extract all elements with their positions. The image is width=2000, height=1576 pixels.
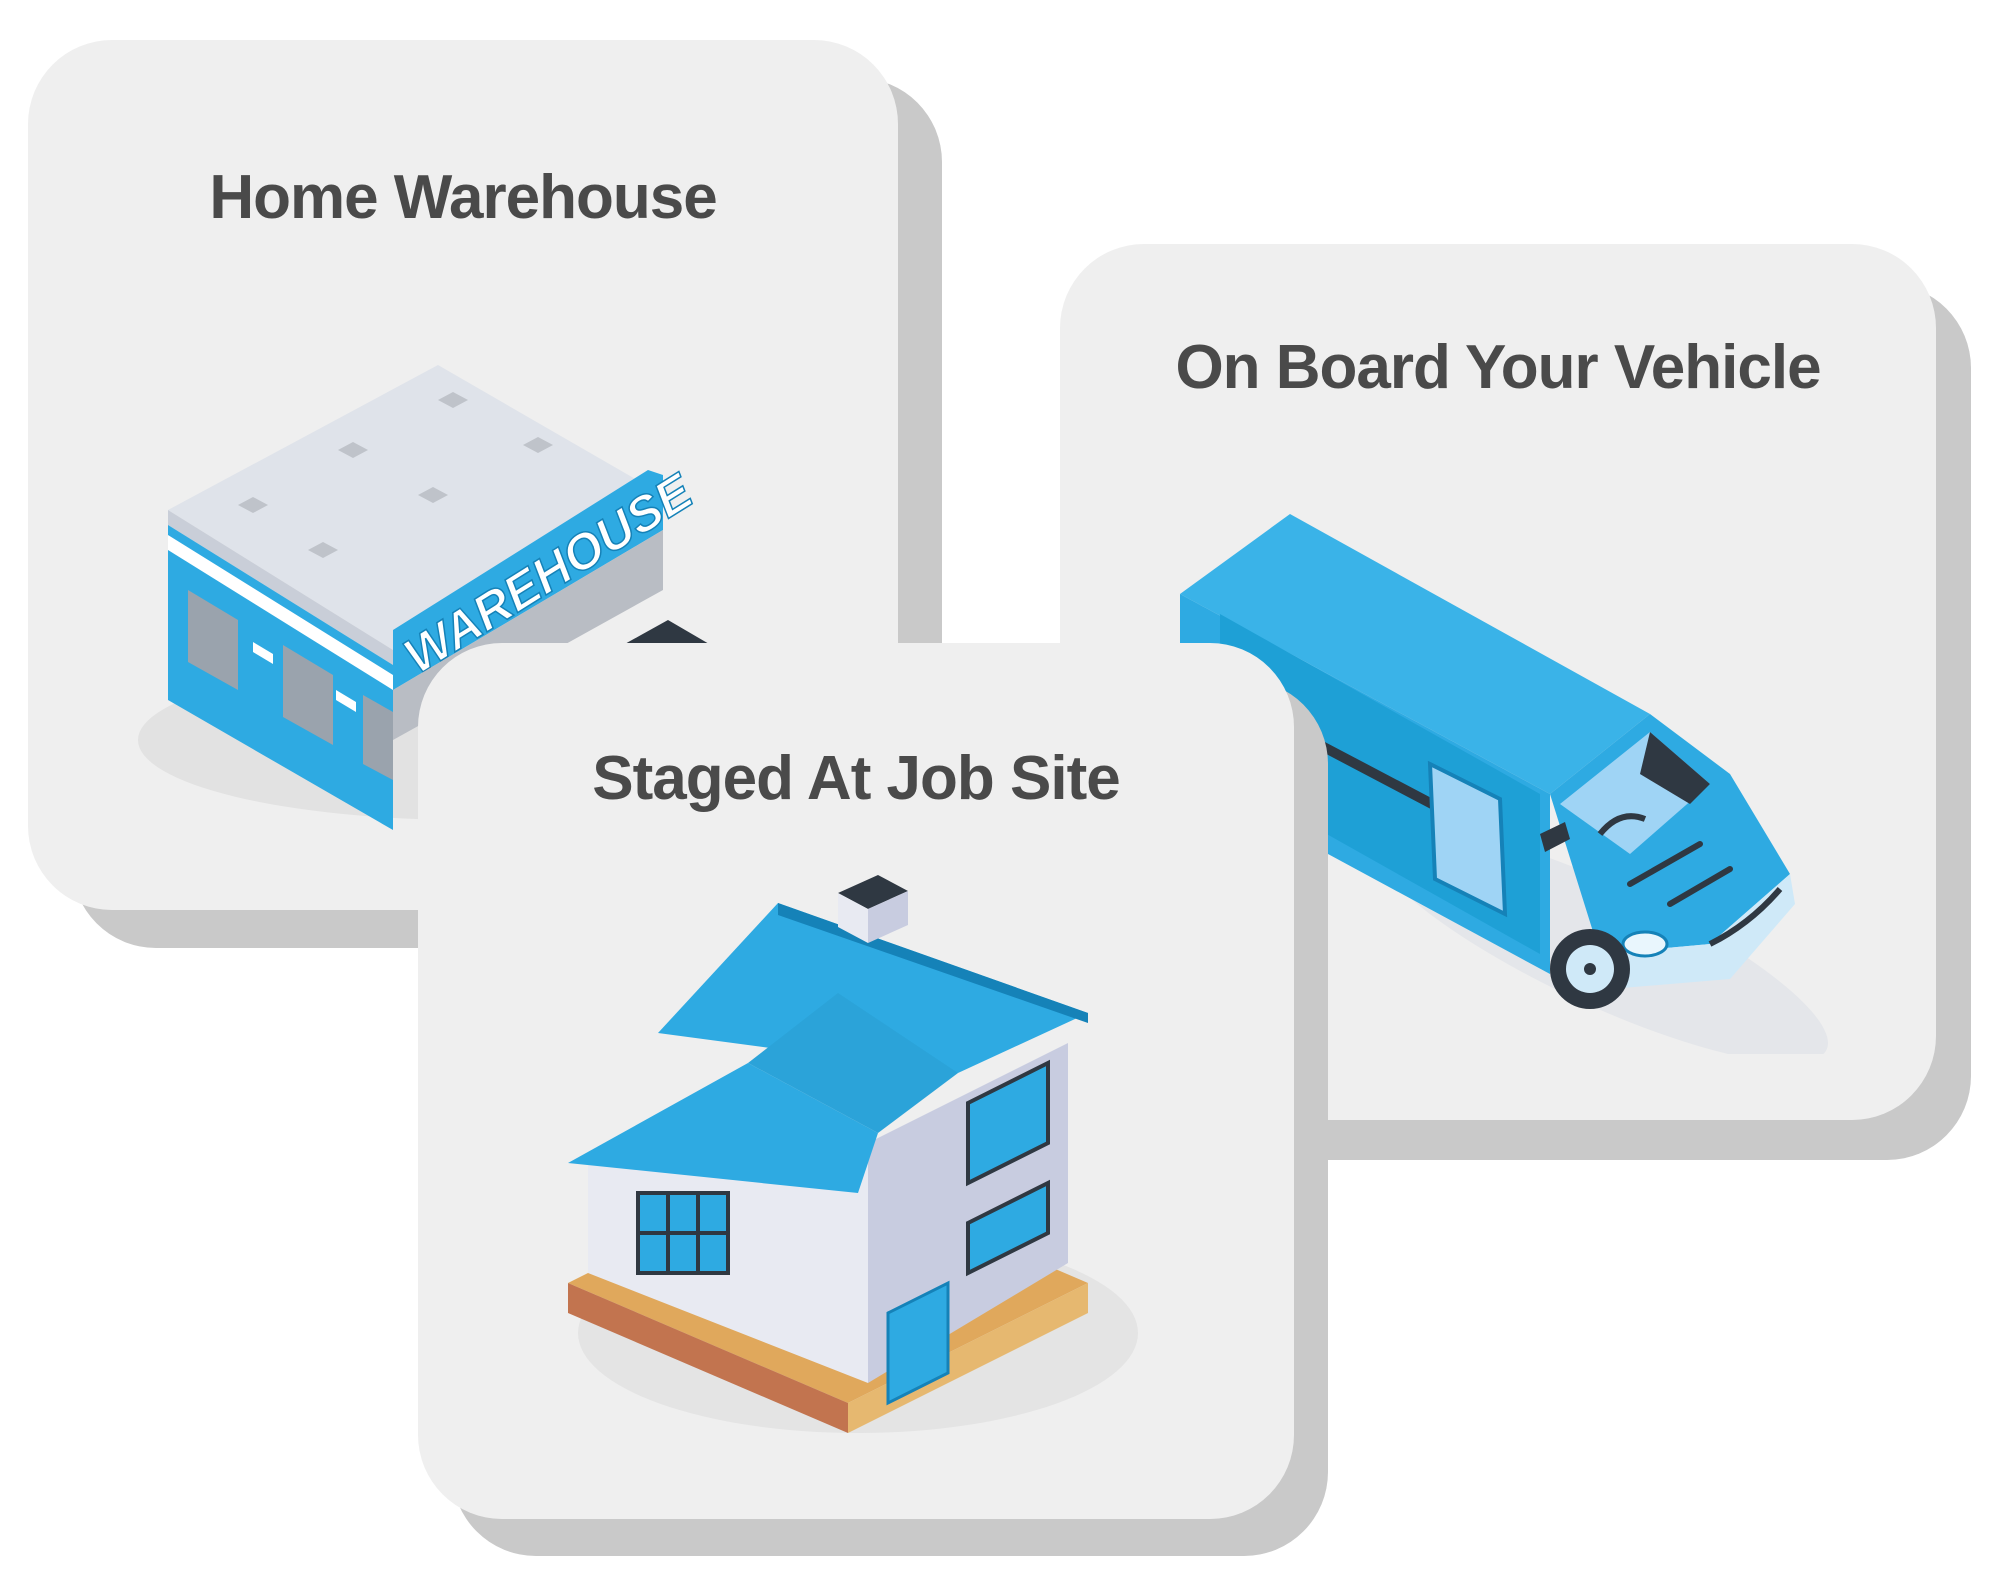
- house-icon: [568, 875, 1138, 1433]
- card-title-home-warehouse: Home Warehouse: [209, 163, 717, 232]
- card-title-staged-at-job-site: Staged At Job Site: [592, 744, 1120, 813]
- card-staged-at-job-site[interactable]: Staged At Job Site: [418, 643, 1294, 1519]
- card-title-on-board-vehicle: On Board Your Vehicle: [1175, 333, 1821, 402]
- van-icon: [1180, 514, 1828, 1054]
- card-home-warehouse[interactable]: Home Warehouse WAREHOUSE: [28, 40, 898, 910]
